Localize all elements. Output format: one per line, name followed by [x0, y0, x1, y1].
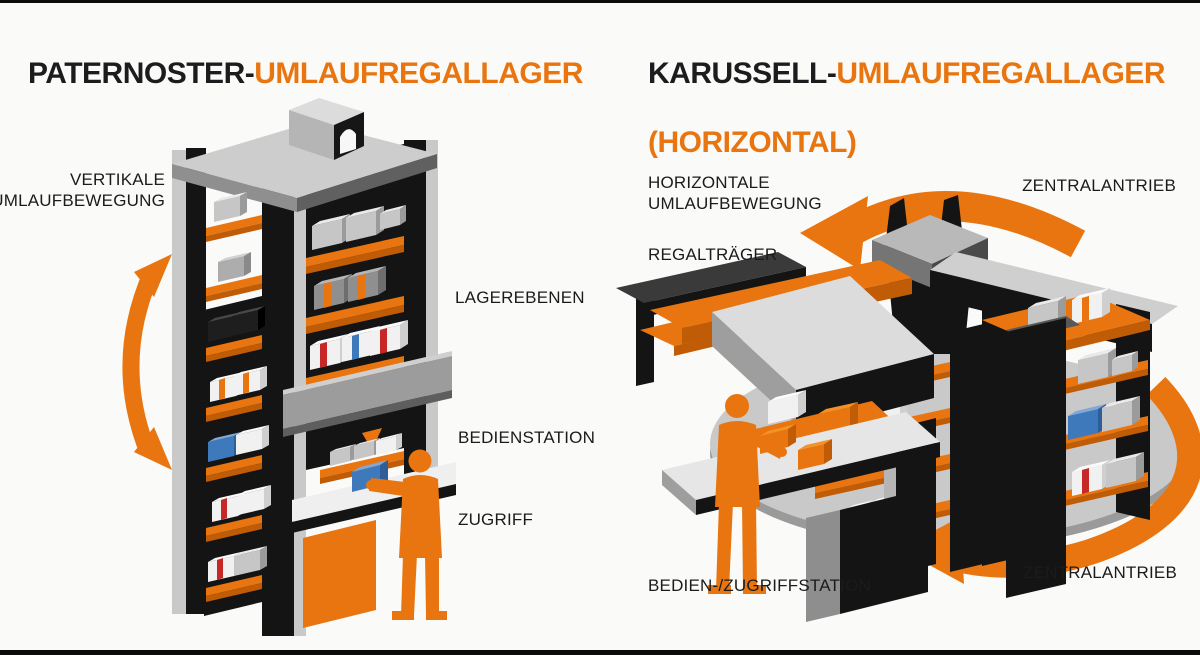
label-horizontal-movement: HORIZONTALE UMLAUFBEWEGUNG	[648, 173, 822, 213]
stored-goods-left-bay	[208, 192, 271, 582]
top-edge-bar	[0, 0, 1200, 3]
paternoster-illustration	[122, 98, 456, 636]
right-title-line2: (HORIZONTAL)	[648, 126, 857, 160]
bottom-edge-bar	[0, 650, 1200, 655]
picked-box	[760, 424, 796, 454]
right-title-prefix: KARUSSELL-	[648, 56, 837, 90]
right-title-highlight: UMLAUFREGALLAGER	[836, 56, 1165, 90]
left-title-highlight: UMLAUFREGALLAGER	[254, 56, 583, 90]
left-title-prefix: PATERNOSTER-	[28, 56, 255, 90]
label-central-drive-bottom: ZENTRALANTRIEB	[1023, 563, 1177, 582]
tower-cap	[172, 98, 437, 212]
label-access-station: BEDIEN-/ZUGRIFFSTATION	[648, 576, 871, 595]
label-access: ZUGRIFF	[458, 510, 534, 529]
karussell-illustration	[616, 191, 1200, 622]
operator-figure	[366, 449, 447, 620]
right-diagram-title: KARUSSELL-UMLAUFREGALLAGER (HORIZONTAL)	[648, 22, 1165, 161]
label-operating-station: BEDIENSTATION	[458, 428, 596, 447]
arch-icon	[340, 129, 356, 154]
operator-figure	[708, 394, 787, 594]
pick-funnel-icon	[362, 428, 382, 450]
label-storage-levels: LAGEREBENEN	[455, 288, 585, 307]
vertical-cycle-arrow-icon	[122, 254, 172, 470]
storage-shelves-left-bay	[206, 215, 262, 602]
right-rack-unit	[982, 288, 1150, 598]
bedienstation-beam	[283, 351, 452, 450]
stored-goods-front-bay	[310, 205, 408, 370]
label-central-drive-top: ZENTRALANTRIEB	[1022, 176, 1176, 195]
label-vertical-movement: VERTIKALE UMLAUFBEWEGUNG	[0, 170, 165, 210]
label-rack-carrier: REGALTRÄGER	[648, 245, 778, 264]
left-diagram-title: PATERNOSTER-UMLAUFREGALLAGER	[28, 22, 583, 92]
